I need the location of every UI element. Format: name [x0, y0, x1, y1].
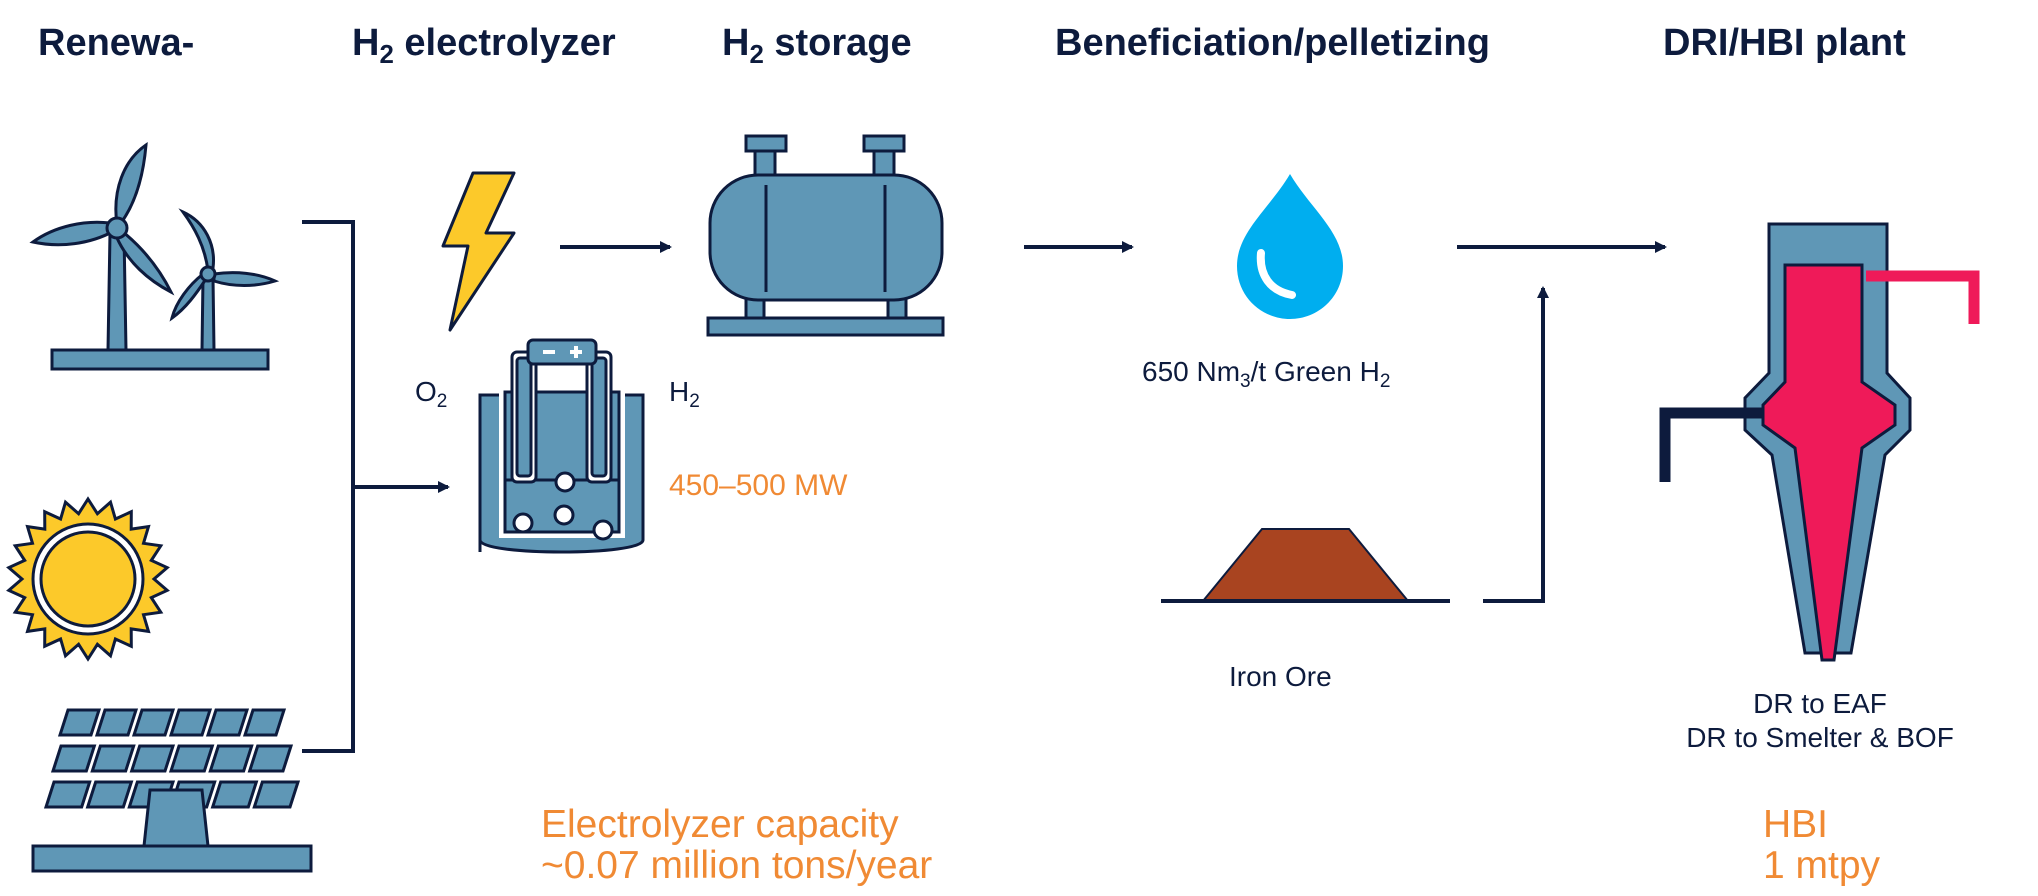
solar-cell — [85, 780, 134, 809]
route-eaf-label: DR to EAF — [1753, 688, 1887, 719]
solar-cell — [129, 744, 176, 773]
header-plant: DRI/HBI plant — [1663, 22, 1906, 64]
solar-cell — [57, 708, 102, 737]
solar-cell — [208, 744, 254, 773]
power-label: 450–500 MW — [669, 469, 848, 502]
solar-cell — [90, 744, 136, 773]
header-beneficiation: Beneficiation/pelletizing — [1055, 22, 1490, 64]
h2-sub: 2 — [689, 391, 700, 413]
solar-cell — [242, 708, 287, 737]
o2-label: O2 — [415, 376, 447, 412]
header-electrolyzer: H2 electrolyzer — [352, 22, 616, 69]
h2-need-pre: 650 Nm — [1142, 356, 1241, 387]
product-line1: HBI — [1763, 803, 1829, 846]
solar-cell — [168, 708, 213, 737]
solar-cell — [205, 708, 250, 737]
h2-label: H2 — [669, 376, 700, 412]
solar-cell — [252, 780, 301, 809]
header-renewables: Renewa- — [38, 22, 195, 64]
h2-requirement-label: 650 Nm3/t Green H2 — [1142, 356, 1390, 392]
o2-sub: 2 — [436, 391, 448, 413]
header-electrolyzer-prefix: H — [352, 22, 380, 64]
solar-cell — [247, 744, 294, 773]
header-storage-prefix: H — [722, 22, 750, 64]
h2-need-mid: /t Green H — [1250, 356, 1380, 387]
solar-cell — [168, 744, 215, 773]
capacity-line1: Electrolyzer capacity — [541, 803, 899, 846]
solar-cell — [50, 744, 97, 773]
ore-pile-icon — [1161, 528, 1450, 603]
water-drop-icon — [1237, 174, 1343, 319]
route-bof-label: DR to Smelter & BOF — [1686, 722, 1954, 753]
header-electrolyzer-sub: 2 — [379, 41, 394, 70]
solar-panel-icon — [31, 708, 313, 873]
capacity-label: Electrolyzer capacity ~0.07 million tons… — [541, 804, 932, 886]
product-line2: 1 mtpy — [1763, 844, 1881, 887]
h2-main: H — [669, 376, 690, 407]
ore-connector — [1457, 241, 1667, 603]
storage-tank-icon — [706, 134, 945, 337]
o2-main: O — [415, 376, 437, 407]
electrolyzer-icon — [478, 338, 645, 554]
sun-icon — [6, 496, 170, 662]
solar-cell — [43, 780, 92, 809]
iron-ore-label: Iron Ore — [1229, 661, 1332, 692]
header-storage: H2 storage — [722, 22, 912, 69]
renewables-connector — [302, 220, 450, 753]
header-storage-sub: 2 — [749, 41, 764, 70]
solar-cell — [94, 708, 139, 737]
header-electrolyzer-rest: electrolyzer — [393, 22, 616, 64]
wind-turbine-icon — [29, 141, 280, 371]
shaft-furnace-icon — [1659, 222, 1980, 662]
lightning-icon — [441, 171, 516, 332]
product-label: HBI 1 mtpy — [1763, 804, 1880, 886]
header-storage-rest: storage — [763, 22, 912, 64]
h2-need-sub2: 2 — [1379, 371, 1391, 393]
h2-need-sub: 3 — [1240, 371, 1251, 393]
capacity-line2: ~0.07 million tons/year — [541, 844, 933, 887]
solar-cell — [131, 708, 176, 737]
solar-cell — [210, 780, 259, 809]
